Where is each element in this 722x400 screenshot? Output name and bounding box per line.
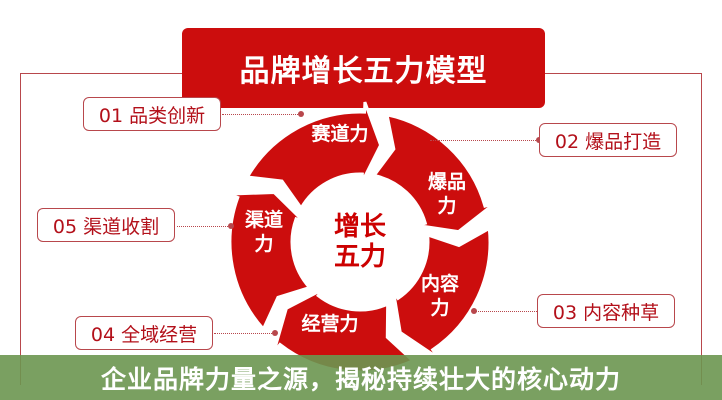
connector-dot bbox=[471, 308, 477, 314]
label-02-hit-product: 02 爆品打造 bbox=[539, 123, 677, 157]
connector-04 bbox=[214, 333, 276, 334]
headline-banner: 企业品牌力量之源，揭秘持续壮大的核心动力 bbox=[0, 355, 722, 400]
segment-jingying: 经营力 bbox=[301, 312, 358, 335]
connector-dot bbox=[272, 330, 278, 336]
segment-qudao: 渠道力 bbox=[244, 209, 283, 255]
label-03-content-seeding: 03 内容种草 bbox=[537, 294, 675, 328]
label-05-channel-harvest: 05 渠道收割 bbox=[37, 208, 175, 242]
diagram-title: 品牌增长五力模型 bbox=[182, 28, 545, 108]
segment-baopin: 爆品力 bbox=[427, 171, 466, 217]
ring-center-label: 增长五力 bbox=[333, 212, 386, 272]
label-01-category-innovation: 01 品类创新 bbox=[83, 97, 221, 131]
connector-03 bbox=[475, 311, 537, 312]
label-04-omnichannel-operation: 04 全域经营 bbox=[75, 316, 213, 350]
segment-neirong: 内容力 bbox=[420, 273, 459, 319]
segment-saidao: 赛道力 bbox=[310, 122, 368, 145]
connector-dot bbox=[298, 111, 304, 117]
ring-segment-arrow bbox=[227, 190, 313, 332]
connector-dot bbox=[228, 223, 234, 229]
ring-segment-arrow bbox=[244, 101, 383, 211]
connector-01 bbox=[222, 114, 302, 115]
ring-segment-arrow bbox=[371, 112, 496, 234]
connector-05 bbox=[177, 226, 232, 227]
connector-02 bbox=[430, 140, 540, 141]
